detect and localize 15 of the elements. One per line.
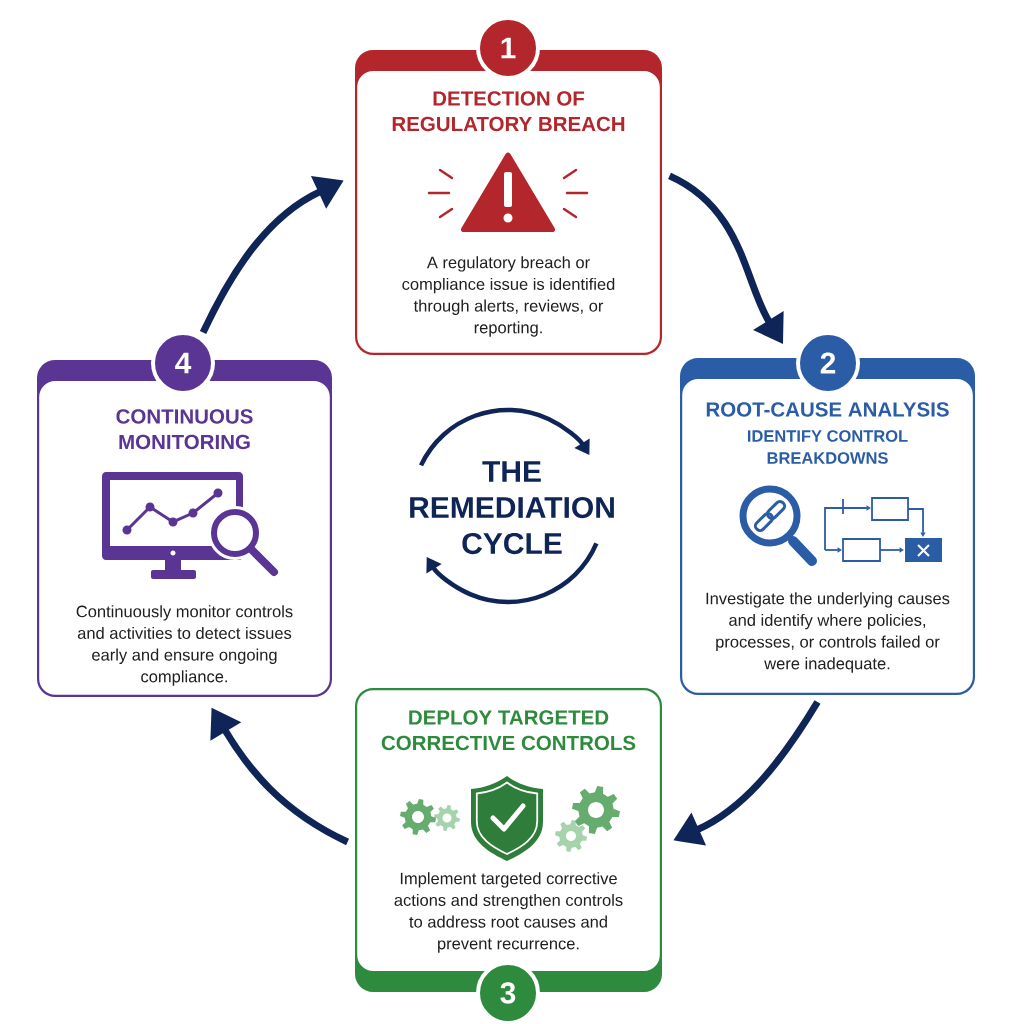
card-heading: DETECTION OF REGULATORY BREACH — [392, 91, 625, 132]
cycle-title: THE REMEDIATION CYCLE — [410, 461, 614, 555]
card-heading: ROOT-CAUSE ANALYSIS — [706, 402, 949, 417]
card-heading: CONTINUOUS MONITORING — [116, 409, 253, 450]
number-badge: 2 — [796, 331, 860, 395]
step-card — [355, 688, 662, 1024]
card-heading: DEPLOY TARGETED CORRECTIVE CONTROLS — [381, 710, 636, 751]
card-description: Implement targeted corrective actions and strengthen controls to address root causes and prevent recurrence. — [394, 872, 623, 953]
number-badge: 3 — [476, 961, 540, 1024]
card-description: A regulatory breach or compliance issue is identified through alerts, reviews, or reporting. — [402, 256, 615, 337]
card-subheading: IDENTIFY CONTROL BREAKDOWNS — [747, 430, 908, 464]
card-description: Continuously monitor controls and activities to detect issues early and ensure ongoing compliance. — [76, 605, 293, 686]
number-badge: 4 — [151, 331, 215, 395]
number-badge: 1 — [476, 16, 540, 80]
card-description: Investigate the underlying causes and identify where policies, processes, or controls failed or were inadequate. — [706, 592, 950, 673]
